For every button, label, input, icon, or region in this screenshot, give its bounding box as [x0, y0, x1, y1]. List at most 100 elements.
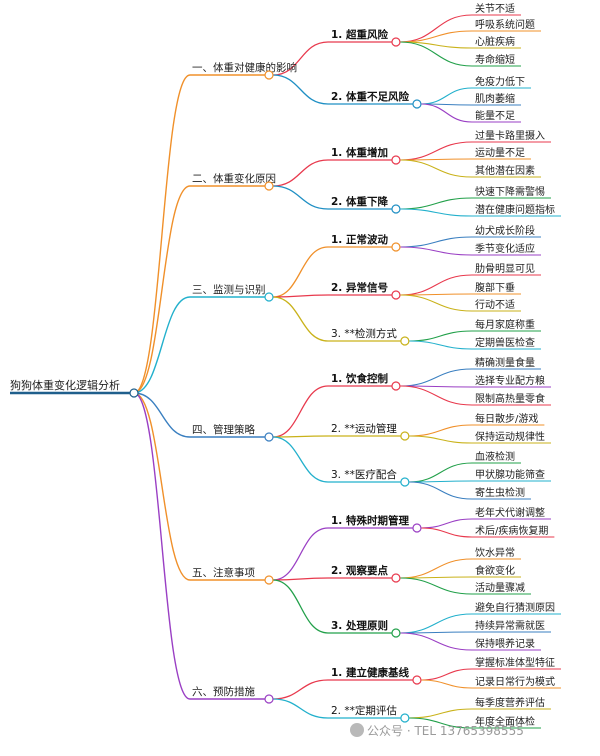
subtopic-toggle[interactable] — [391, 204, 401, 214]
subtopic-toggle[interactable] — [400, 713, 410, 723]
leaf-label[interactable]: 幼犬成长阶段 — [475, 224, 535, 237]
watermark: 公众号 · TEL 13765398555 — [350, 722, 524, 739]
leaf-label[interactable]: 血液检测 — [475, 450, 515, 463]
subtopic-label[interactable]: 3. **医疗配合 — [331, 468, 397, 481]
subtopic-to-leaf-line — [420, 103, 473, 123]
leaf-label[interactable]: 潜在健康问题指标 — [475, 203, 555, 216]
section-toggle[interactable] — [264, 181, 274, 191]
leaf-label[interactable]: 季节变化适应 — [475, 242, 535, 255]
subtopic-label[interactable]: 1. 特殊时期管理 — [331, 514, 409, 527]
subtopic-label[interactable]: 1. 超重风险 — [331, 28, 388, 41]
root-toggle[interactable] — [129, 388, 139, 398]
leaf-label[interactable]: 腹部下垂 — [475, 281, 515, 294]
leaf-label[interactable]: 定期兽医检查 — [475, 336, 535, 349]
section-label[interactable]: 五、注意事项 — [192, 566, 255, 579]
section-toggle[interactable] — [264, 70, 274, 80]
leaf-label[interactable]: 老年犬代谢调整 — [475, 506, 545, 519]
subtopic-toggle[interactable] — [400, 431, 410, 441]
section-toggle[interactable] — [264, 292, 274, 302]
leaf-label[interactable]: 精确测量食量 — [475, 356, 535, 369]
section-label[interactable]: 六、预防措施 — [192, 685, 255, 698]
watermark-text: 公众号 · TEL 13765398555 — [367, 724, 524, 738]
subtopic-toggle[interactable] — [391, 381, 401, 391]
leaf-label[interactable]: 饮水异常 — [475, 546, 515, 559]
subtopic-toggle[interactable] — [412, 523, 422, 533]
subtopic-label[interactable]: 1. 正常波动 — [331, 233, 388, 246]
subtopic-toggle[interactable] — [391, 37, 401, 47]
subtopic-to-leaf-line — [399, 208, 473, 217]
leaf-label[interactable]: 选择专业配方粮 — [475, 374, 545, 387]
subtopic-toggle[interactable] — [391, 628, 401, 638]
root-label[interactable]: 狗狗体重变化逻辑分析 — [10, 378, 120, 392]
subtopic-to-leaf-line — [408, 708, 473, 719]
leaf-label[interactable]: 运动量不足 — [475, 147, 525, 159]
section-to-subtopic-line — [272, 41, 329, 76]
subtopic-to-leaf-line — [399, 613, 473, 634]
leaf-label[interactable]: 每季度营养评估 — [475, 696, 545, 709]
leaf-label[interactable]: 呼吸系统问题 — [475, 18, 535, 31]
subtopic-label[interactable]: 2. 观察要点 — [331, 564, 388, 577]
leaf-label[interactable]: 行动不适 — [475, 298, 515, 311]
subtopic-label[interactable]: 2. **定期评估 — [331, 704, 397, 717]
leaf-label[interactable]: 限制高热量零食 — [475, 392, 545, 405]
section-label[interactable]: 三、监测与识别 — [192, 283, 266, 296]
subtopic-to-leaf-line — [420, 679, 473, 689]
subtopic-to-leaf-line — [399, 14, 473, 43]
subtopic-toggle[interactable] — [391, 242, 401, 252]
subtopic-to-leaf-line — [408, 462, 473, 483]
subtopic-toggle[interactable] — [391, 155, 401, 165]
section-to-subtopic-line — [272, 698, 329, 719]
subtopic-to-leaf-line — [420, 668, 473, 681]
leaf-label[interactable]: 年度全面体检 — [475, 715, 535, 728]
section-label[interactable]: 一、体重对健康的影响 — [192, 61, 297, 74]
section-toggle[interactable] — [264, 694, 274, 704]
section-label[interactable]: 二、体重变化原因 — [192, 172, 276, 185]
subtopic-label[interactable]: 3. **检测方式 — [331, 327, 397, 340]
subtopic-label[interactable]: 2. 体重下降 — [331, 195, 388, 208]
leaf-label[interactable]: 掌握标准体型特征 — [475, 656, 555, 669]
subtopic-toggle[interactable] — [412, 675, 422, 685]
leaf-label[interactable]: 每日散步/游戏 — [475, 412, 538, 425]
subtopic-label[interactable]: 3. 处理原则 — [331, 619, 388, 632]
leaf-label[interactable]: 快速下降需警惕 — [475, 185, 545, 198]
subtopic-to-leaf-line — [399, 30, 473, 43]
subtopic-label[interactable]: 2. 异常信号 — [331, 281, 388, 294]
subtopic-to-leaf-line — [408, 340, 473, 350]
subtopic-label[interactable]: 1. 建立健康基线 — [331, 666, 409, 679]
subtopic-to-leaf-line — [399, 236, 473, 248]
leaf-label[interactable]: 记录日常行为模式 — [475, 675, 555, 688]
leaf-label[interactable]: 每月家庭称重 — [475, 318, 535, 331]
leaf-label[interactable]: 寄生虫检测 — [475, 486, 525, 499]
leaf-label[interactable]: 过量卡路里摄入 — [475, 129, 545, 142]
leaf-label[interactable]: 避免自行猜测原因 — [475, 601, 555, 614]
section-to-subtopic-line — [272, 679, 329, 700]
subtopic-label[interactable]: 1. 体重增加 — [331, 146, 388, 159]
subtopic-toggle[interactable] — [412, 99, 422, 109]
leaf-label[interactable]: 甲状腺功能筛查 — [475, 468, 545, 481]
leaf-label[interactable]: 寿命缩短 — [475, 53, 515, 66]
leaf-label[interactable]: 免疫力低下 — [475, 75, 525, 88]
leaf-label[interactable]: 食欲变化 — [475, 564, 515, 577]
leaf-label[interactable]: 肋骨明显可见 — [475, 262, 535, 275]
leaf-label[interactable]: 保持运动规律性 — [475, 430, 545, 443]
subtopic-label[interactable]: 1. 饮食控制 — [331, 372, 388, 385]
section-label[interactable]: 四、管理策略 — [192, 423, 255, 436]
subtopic-label[interactable]: 2. **运动管理 — [331, 422, 397, 435]
section-to-subtopic-line — [272, 577, 329, 581]
subtopic-toggle[interactable] — [400, 477, 410, 487]
section-toggle[interactable] — [264, 432, 274, 442]
section-toggle[interactable] — [264, 575, 274, 585]
leaf-label[interactable]: 能量不足 — [475, 109, 515, 122]
leaf-label[interactable]: 术后/疾病恢复期 — [475, 524, 548, 537]
leaf-label[interactable]: 活动量骤减 — [475, 582, 525, 594]
subtopic-toggle[interactable] — [391, 573, 401, 583]
subtopic-toggle[interactable] — [391, 290, 401, 300]
leaf-label[interactable]: 心脏疾病 — [475, 35, 515, 48]
subtopic-toggle[interactable] — [400, 336, 410, 346]
subtopic-label[interactable]: 2. 体重不足风险 — [331, 90, 409, 103]
leaf-label[interactable]: 肌肉萎缩 — [475, 92, 515, 105]
leaf-label[interactable]: 保持喂养记录 — [475, 637, 535, 650]
leaf-label[interactable]: 其他潜在因素 — [475, 164, 535, 177]
leaf-label[interactable]: 持续异常需就医 — [475, 619, 545, 632]
leaf-label[interactable]: 关节不适 — [475, 2, 515, 15]
